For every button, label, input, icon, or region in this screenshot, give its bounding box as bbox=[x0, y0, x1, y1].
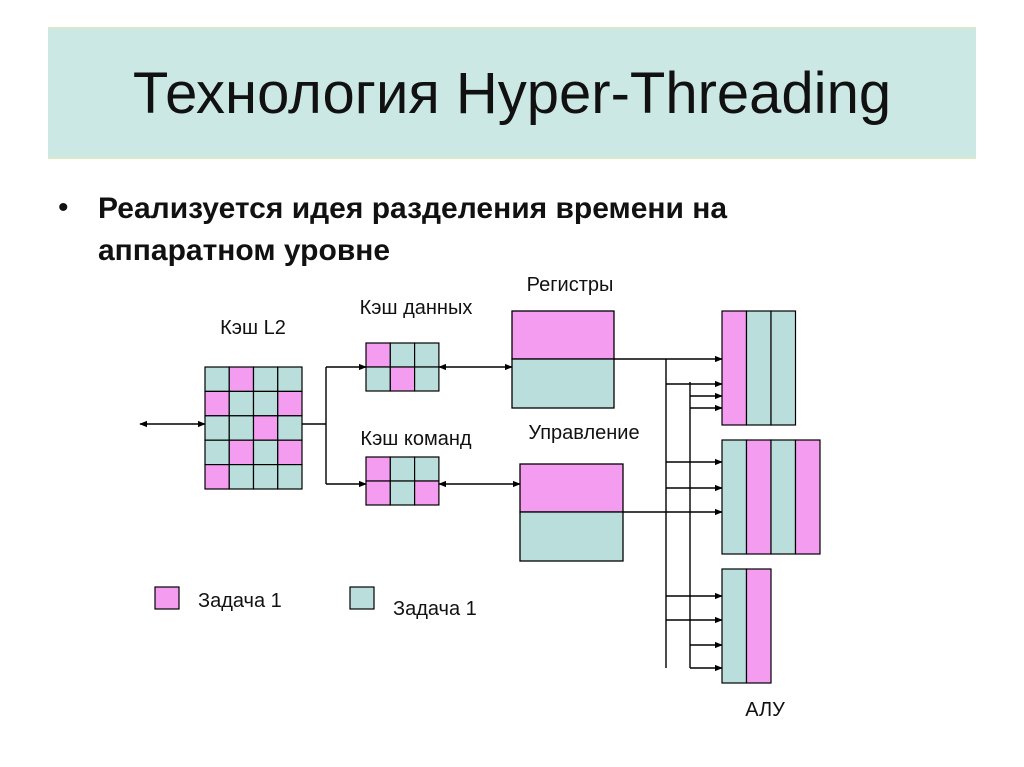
cache-l2-cell bbox=[228, 439, 255, 466]
alu-1-column bbox=[721, 310, 748, 426]
alu-units bbox=[721, 310, 821, 684]
bullet-icon: • bbox=[58, 191, 69, 224]
cache-l2-cell bbox=[204, 439, 230, 466]
registers-task-pink bbox=[511, 310, 615, 360]
instruction-cache-label: Кэш команд bbox=[360, 428, 471, 450]
alu-3-column bbox=[745, 568, 772, 684]
data-cache-cell bbox=[365, 366, 391, 392]
control-task-pink bbox=[519, 463, 624, 513]
title-box: Технология Hyper-Threading bbox=[48, 27, 976, 159]
cache-l2-grid bbox=[204, 366, 303, 490]
registers-block bbox=[511, 310, 615, 409]
cache-l2-cell bbox=[277, 415, 303, 441]
control-block bbox=[519, 463, 624, 562]
registers-label: Регистры bbox=[527, 274, 614, 296]
instruction-cache-cell bbox=[365, 480, 391, 506]
alu-unit-1 bbox=[721, 310, 797, 426]
control-label: Управление bbox=[528, 422, 639, 444]
data-cache-cell bbox=[389, 342, 416, 368]
cache-l2-cell bbox=[204, 415, 230, 441]
cache-l2-cell bbox=[204, 366, 230, 392]
cache-l2-cell bbox=[252, 415, 279, 441]
alu-unit-3 bbox=[721, 568, 772, 684]
data-cache-cell bbox=[365, 342, 391, 368]
legend-swatch-teal bbox=[349, 586, 375, 610]
data-cache-label: Кэш данных bbox=[360, 297, 473, 319]
alu-2-column bbox=[794, 439, 821, 555]
instruction-cache-cell bbox=[389, 456, 416, 482]
cache-l2-cell bbox=[228, 415, 255, 441]
cache-l2-cell bbox=[228, 366, 255, 392]
alu-1-column bbox=[745, 310, 772, 426]
alu-2-column bbox=[721, 439, 748, 555]
data-cache-cell bbox=[389, 366, 416, 392]
slide-title: Технология Hyper-Threading bbox=[132, 61, 892, 126]
cache-l2-cell bbox=[277, 366, 303, 392]
cache-l2-cell bbox=[228, 464, 255, 490]
instruction-cache-cell bbox=[414, 480, 440, 506]
data-cache-cell bbox=[414, 342, 440, 368]
control-task-teal bbox=[519, 511, 624, 562]
cache-l2-cell bbox=[252, 439, 279, 466]
cache-l2-cell bbox=[277, 439, 303, 466]
connectors bbox=[139, 355, 723, 672]
data-cache-grid bbox=[365, 342, 440, 392]
legend-label-2: Задача 1 bbox=[393, 598, 477, 620]
registers-task-teal bbox=[511, 358, 615, 409]
alu-2-column bbox=[770, 439, 797, 555]
alu-unit-2 bbox=[721, 439, 821, 555]
legend-label-1: Задача 1 bbox=[198, 590, 282, 612]
instruction-cache-cell bbox=[389, 480, 416, 506]
cache-l2-cell bbox=[228, 390, 255, 417]
cache-l2-cell bbox=[277, 390, 303, 417]
instruction-cache-cell bbox=[414, 456, 440, 482]
alu-label: АЛУ bbox=[745, 699, 785, 721]
alu-3-column bbox=[721, 568, 748, 684]
legend-swatch-pink bbox=[154, 586, 180, 610]
cache-l2-cell bbox=[252, 390, 279, 417]
bullet-text: Реализуется идея разделения времени на а… bbox=[98, 192, 728, 267]
cache-l2-cell bbox=[252, 464, 279, 490]
cache-l2-cell bbox=[252, 366, 279, 392]
cache-l2-label: Кэш L2 bbox=[220, 317, 286, 339]
cache-l2-cell bbox=[277, 464, 303, 490]
instruction-cache-grid bbox=[365, 456, 440, 506]
cache-l2-cell bbox=[204, 390, 230, 417]
alu-2-column bbox=[745, 439, 772, 555]
alu-1-column bbox=[770, 310, 797, 426]
instruction-cache-cell bbox=[365, 456, 391, 482]
data-cache-cell bbox=[414, 366, 440, 392]
cache-l2-cell bbox=[204, 464, 230, 490]
legend: Задача 1 Задача 1 bbox=[154, 586, 477, 620]
